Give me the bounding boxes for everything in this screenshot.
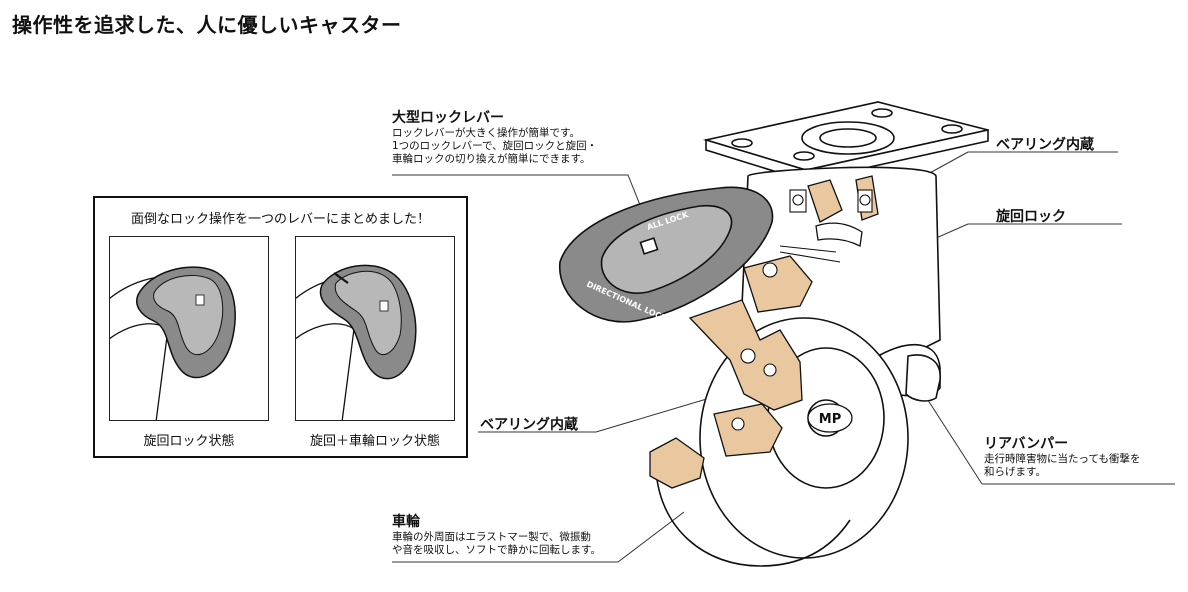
callout-big-lever-line-1: ロックレバーが大きく操作が簡単です。	[392, 127, 580, 139]
panel-swivel-lock	[109, 236, 269, 421]
lever-comparison-inset: 面倒なロック操作を一つのレバーにまとめました！ 旋回ロック状態 旋回＋車輪ロック…	[93, 196, 468, 458]
lock-lever: ALL LOCK DIRECTIONAL LOCK	[559, 186, 774, 323]
callout-rear-bumper-line-1: 走行時障害物に当たっても衝撃を	[984, 453, 1141, 465]
panel-swivel-lock-label: 旋回ロック状態	[143, 434, 235, 449]
brand-badge: MP	[807, 403, 853, 433]
callout-swivel-lock: 旋回ロック	[996, 209, 1066, 225]
callout-big-lever-line-3: 車輪ロックの切り換えが簡単にできます。	[392, 153, 591, 165]
callout-wheel-line-2: や音を吸収し、ソフトで静かに回転します。	[392, 544, 601, 556]
callout-rear-bumper-heading: リアバンパー	[984, 436, 1069, 452]
mp-brand-mark: MP	[819, 412, 841, 427]
callout-rear-bumper: リアバンパー 走行時障害物に当たっても衝撃を 和らげます。	[984, 436, 1140, 479]
callout-rear-bumper-line-2: 和らげます。	[984, 466, 1046, 478]
callout-big-lever-line-2: 1つのロックレバーで、旋回ロックと旋回・	[392, 140, 598, 152]
inset-title: 面倒なロック操作を一つのレバーにまとめました！	[130, 212, 430, 227]
callout-big-lever: 大型ロックレバー ロックレバーが大きく操作が簡単です。 1つのロックレバーで、旋…	[392, 110, 597, 166]
lever-swivel-lock-illustration	[110, 266, 236, 420]
rear-bumper	[905, 354, 941, 402]
panel-swivel-wheel-lock	[295, 236, 455, 421]
callout-wheel: 車輪 車輪の外周面はエラストマー製で、微振動 や音を吸収し、ソフトで静かに回転し…	[392, 514, 601, 557]
callout-wheel-line-1: 車輪の外周面はエラストマー製で、微振動	[392, 531, 591, 543]
callout-big-lever-heading: 大型ロックレバー	[392, 110, 504, 126]
page-title: 操作性を追求した、人に優しいキャスター	[12, 13, 402, 37]
panel-swivel-wheel-lock-label: 旋回＋車輪ロック状態	[309, 434, 440, 449]
internal-details	[731, 189, 873, 431]
callout-bearing-bottom: ベアリング内蔵	[480, 417, 578, 433]
lever-swivel-wheel-lock-illustration	[296, 264, 417, 420]
callout-bearing-top: ベアリング内蔵	[996, 137, 1094, 153]
callout-wheel-heading: 車輪	[392, 514, 420, 530]
top-plate	[702, 101, 989, 182]
